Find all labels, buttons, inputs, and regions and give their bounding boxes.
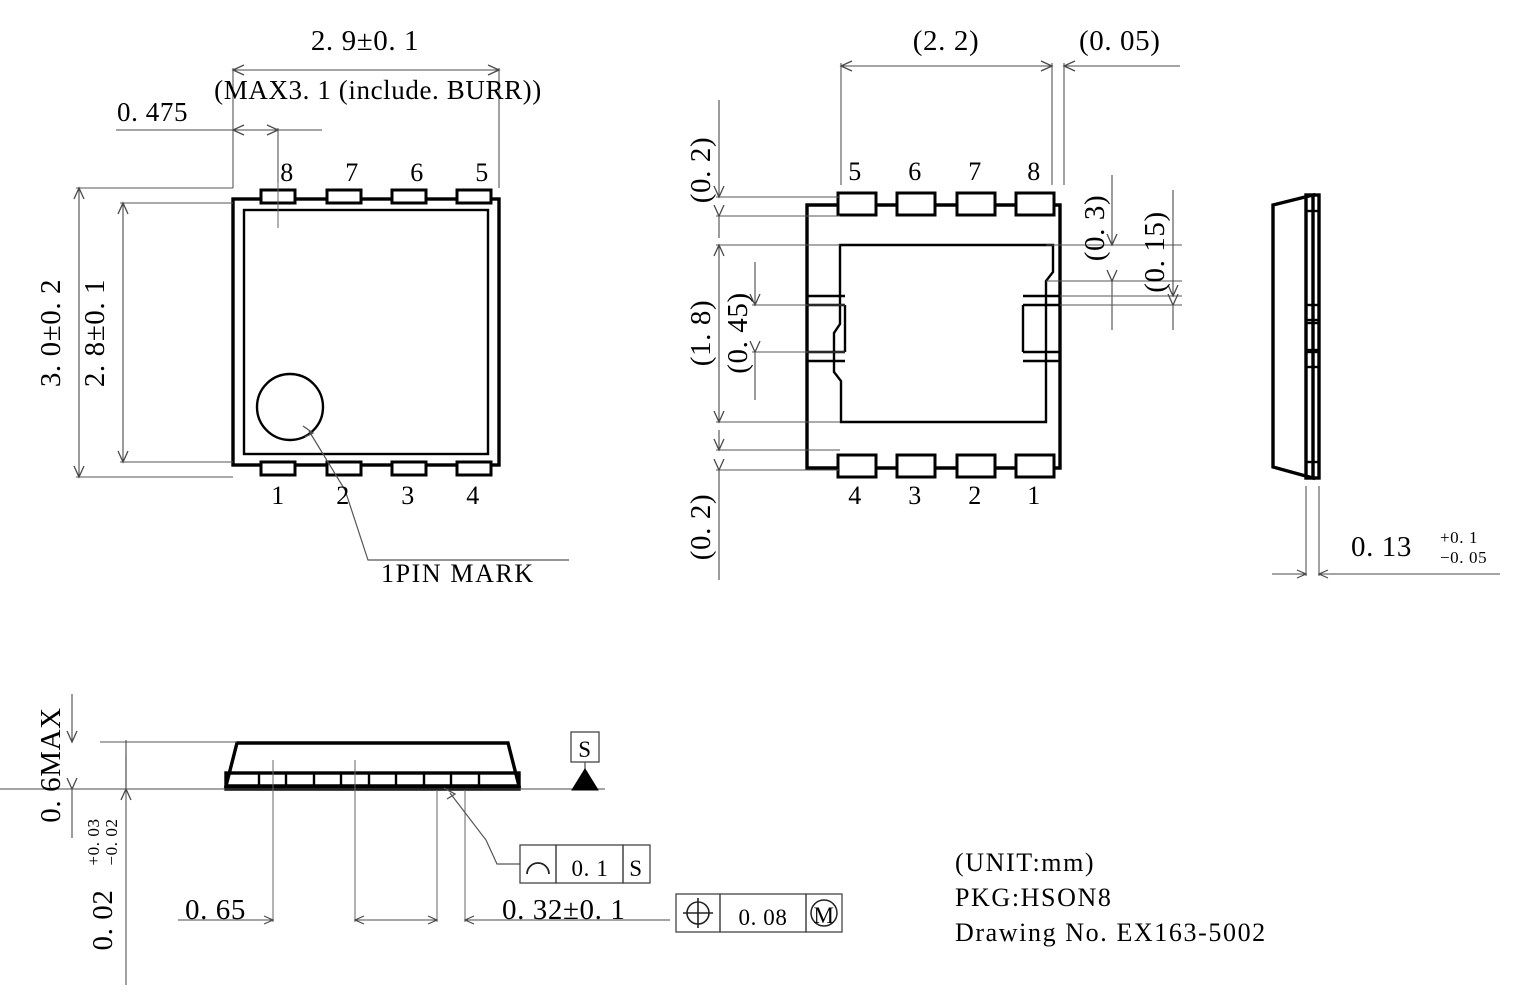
top-view-height-inner-label: 2. 8±0. 1 — [79, 279, 111, 387]
bottom-view-right-inner-label: (0. 15) — [1139, 211, 1171, 293]
bottom-view-top-gap-label: (0. 2) — [685, 137, 717, 203]
bottom-view-edge-dim-label: (0. 05) — [1079, 25, 1161, 57]
flatness-leader-arrow — [443, 787, 457, 800]
top-view-pads-top — [259, 188, 493, 205]
datum-s-triangle — [571, 768, 599, 791]
top-view-burr-note: (MAX3. 1 (include. BURR)) — [214, 75, 542, 105]
bv-pin-label-8: 8 — [1027, 157, 1041, 186]
bv-pin-label-7: 7 — [968, 157, 982, 186]
datum-s-symbol — [570, 731, 600, 791]
top-pin-label-5: 5 — [475, 158, 489, 187]
bottom-view-bottom-gap-label: (0. 2) — [685, 494, 717, 560]
flatness-value-label: 0. 1 — [572, 856, 609, 881]
front-view-standoff-label: 0. 02 — [87, 890, 119, 951]
pad-5 — [455, 188, 493, 205]
bv-pad-2 — [955, 453, 997, 479]
bottom-view-pads-top — [836, 191, 1056, 217]
rv-pad-mid-3 — [1304, 350, 1321, 369]
bv-pad-5 — [836, 191, 878, 217]
front-view-standoff-tol-plus: +0. 03 — [84, 818, 103, 865]
title-block-unit: (UNIT:mm) — [955, 848, 1095, 877]
pin1-mark-label: 1PIN MARK — [381, 559, 535, 588]
position-modifier-box — [805, 893, 843, 933]
pin1-mark-arrowhead — [302, 425, 315, 438]
position-value-label: 0. 08 — [739, 905, 788, 930]
bv-pin-label-1: 1 — [1027, 481, 1041, 510]
front-view-standoff-tol-minus: −0. 02 — [102, 818, 121, 865]
bottom-view-pad-pitch-label: (0. 45) — [722, 292, 754, 374]
bv-pin-label-5: 5 — [848, 157, 862, 186]
bottom-view-inner-height-label: (1. 8) — [685, 300, 717, 366]
bottom-view-pads-bottom — [836, 453, 1056, 479]
pad-7 — [325, 188, 363, 205]
top-pin-label-6: 6 — [410, 158, 424, 187]
top-view-body-outline — [231, 197, 501, 467]
pin1-mark-leader — [308, 430, 569, 561]
rv-pad-mid-2 — [1304, 321, 1321, 352]
right-view-thickness-tol-minus: −0. 05 — [1440, 548, 1487, 567]
bv-pin-label-6: 6 — [908, 157, 922, 186]
bv-pin-label-2: 2 — [968, 481, 982, 510]
bottom-view-right-outer-label: (0. 3) — [1079, 195, 1111, 261]
pin1-mark-circle — [255, 372, 325, 442]
right-view-pads — [1304, 193, 1321, 480]
bv-pin-label-4: 4 — [848, 481, 862, 510]
bottom-pin-label-1: 1 — [271, 481, 285, 510]
top-view-width-dim-label: 2. 9±0. 1 — [311, 25, 419, 57]
bv-pin-label-3: 3 — [908, 481, 922, 510]
title-block-drawing-no: Drawing No. EX163-5002 — [955, 918, 1267, 947]
title-block-package: PKG:HSON8 — [955, 883, 1112, 912]
pad-1 — [259, 460, 297, 477]
bv-pad-4 — [836, 453, 878, 479]
bottom-pin-label-4: 4 — [466, 481, 480, 510]
top-view-height-outer-label: 3. 0±0. 2 — [35, 279, 67, 387]
front-view-lead-width-label: 0. 32±0. 1 — [502, 894, 625, 926]
flatness-datum-label: S — [629, 856, 642, 881]
bottom-view-group — [713, 60, 1182, 580]
position-control-frame — [675, 893, 843, 933]
flatness-arc-icon — [526, 862, 550, 875]
bottom-pin-label-2: 2 — [336, 481, 350, 510]
modifier-circle-icon — [810, 899, 838, 927]
pad-6 — [390, 188, 428, 205]
right-side-view-group — [1271, 192, 1500, 579]
flatness-leader — [449, 792, 520, 865]
rv-pad-mid-1 — [1304, 303, 1321, 322]
top-pin-label-8: 8 — [280, 158, 294, 187]
position-modifier-label: M — [813, 903, 834, 928]
datum-s-letter: S — [578, 737, 591, 762]
bv-pad-1 — [1014, 453, 1056, 479]
front-view-height-label: 0. 6MAX — [35, 707, 67, 822]
right-view-thickness-tol-plus: +0. 1 — [1440, 528, 1478, 547]
bv-pad-6 — [895, 191, 937, 217]
front-view-lead-segments — [257, 773, 481, 789]
bv-pad-3 — [895, 453, 937, 479]
pad-3 — [390, 460, 428, 477]
flatness-control-frame — [519, 844, 651, 884]
pad-4 — [455, 460, 493, 477]
front-side-view-group — [0, 694, 843, 985]
bottom-view-left-notches — [807, 294, 847, 363]
top-pin-label-7: 7 — [345, 158, 359, 187]
rv-pad-top — [1304, 193, 1321, 213]
flatness-datum-box — [622, 844, 651, 884]
bv-pad-8 — [1014, 191, 1056, 217]
right-view-thickness-label: 0. 13 — [1351, 531, 1412, 563]
bv-pad-7 — [955, 191, 997, 217]
front-view-body — [223, 741, 522, 788]
flatness-symbol-box — [519, 844, 557, 884]
bottom-pin-label-3: 3 — [401, 481, 415, 510]
front-view-pitch-label: 0. 65 — [185, 894, 246, 926]
pad-2 — [325, 460, 363, 477]
rv-pad-bottom — [1304, 460, 1321, 480]
bottom-view-width-dim-label: (2. 2) — [913, 25, 979, 57]
top-view-body-inner-outline — [242, 208, 490, 456]
top-view-group — [73, 64, 569, 561]
bottom-view-right-notches — [1021, 294, 1060, 363]
top-view-offset-dim-label: 0. 475 — [117, 97, 188, 127]
bottom-view-die-pad — [832, 243, 1055, 424]
top-view-pads-bottom — [259, 460, 493, 477]
